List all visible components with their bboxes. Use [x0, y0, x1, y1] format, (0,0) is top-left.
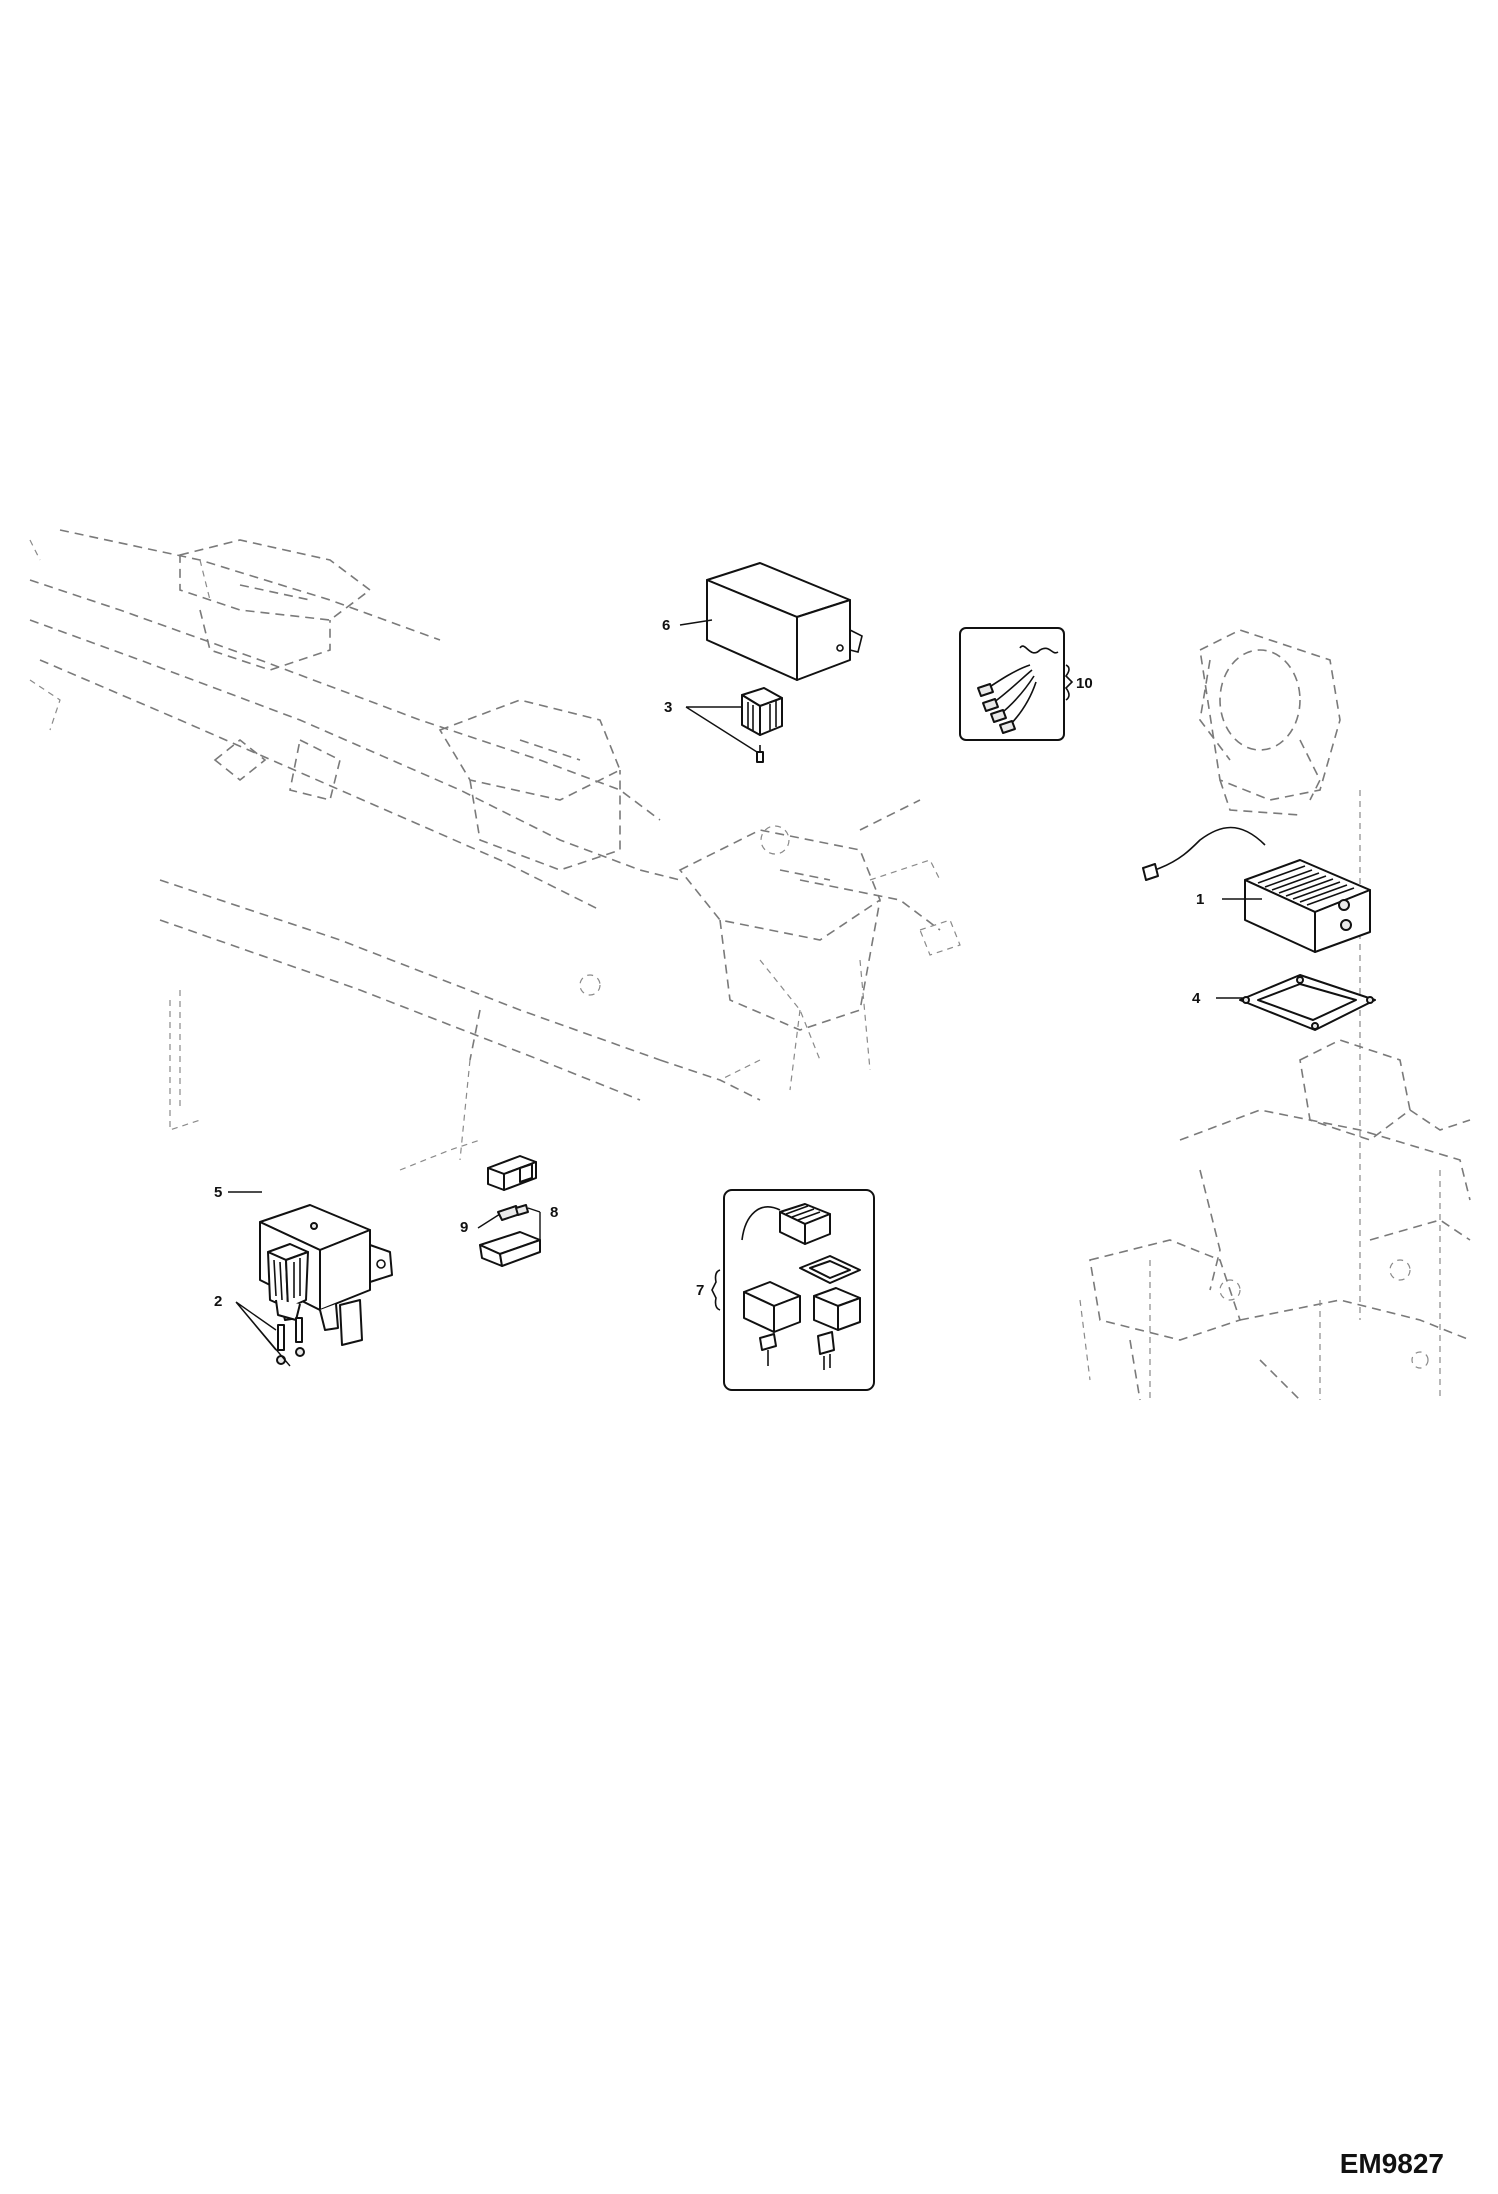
callout-5: 5 [214, 1184, 222, 1201]
callout-6: 6 [662, 617, 670, 634]
fuse-holder-8-9 [479, 1155, 541, 1267]
gasket-4 [1239, 974, 1376, 1031]
connector-3 [741, 687, 783, 763]
callout-8: 8 [550, 1204, 558, 1221]
kit-7 [711, 1189, 875, 1391]
module-6 [706, 562, 863, 681]
figure-code: EM9827 [1339, 2148, 1444, 2179]
callout-3: 3 [664, 699, 672, 716]
callout-2: 2 [214, 1293, 222, 1310]
callout-10: 10 [1076, 675, 1093, 692]
callout-labels: 1 2 3 4 5 6 7 8 9 10 [214, 617, 1204, 1310]
callout-1: 1 [1196, 891, 1204, 908]
part-1 [1142, 826, 1371, 953]
socket-2 [267, 1243, 309, 1365]
leader-lines [228, 619, 1262, 1367]
harness-10 [959, 627, 1074, 741]
callout-7: 7 [696, 1282, 704, 1299]
callout-9: 9 [460, 1219, 468, 1236]
chassis-ghost [29, 529, 961, 1171]
callout-4: 4 [1192, 990, 1201, 1007]
engine-ghost [1079, 629, 1471, 1401]
